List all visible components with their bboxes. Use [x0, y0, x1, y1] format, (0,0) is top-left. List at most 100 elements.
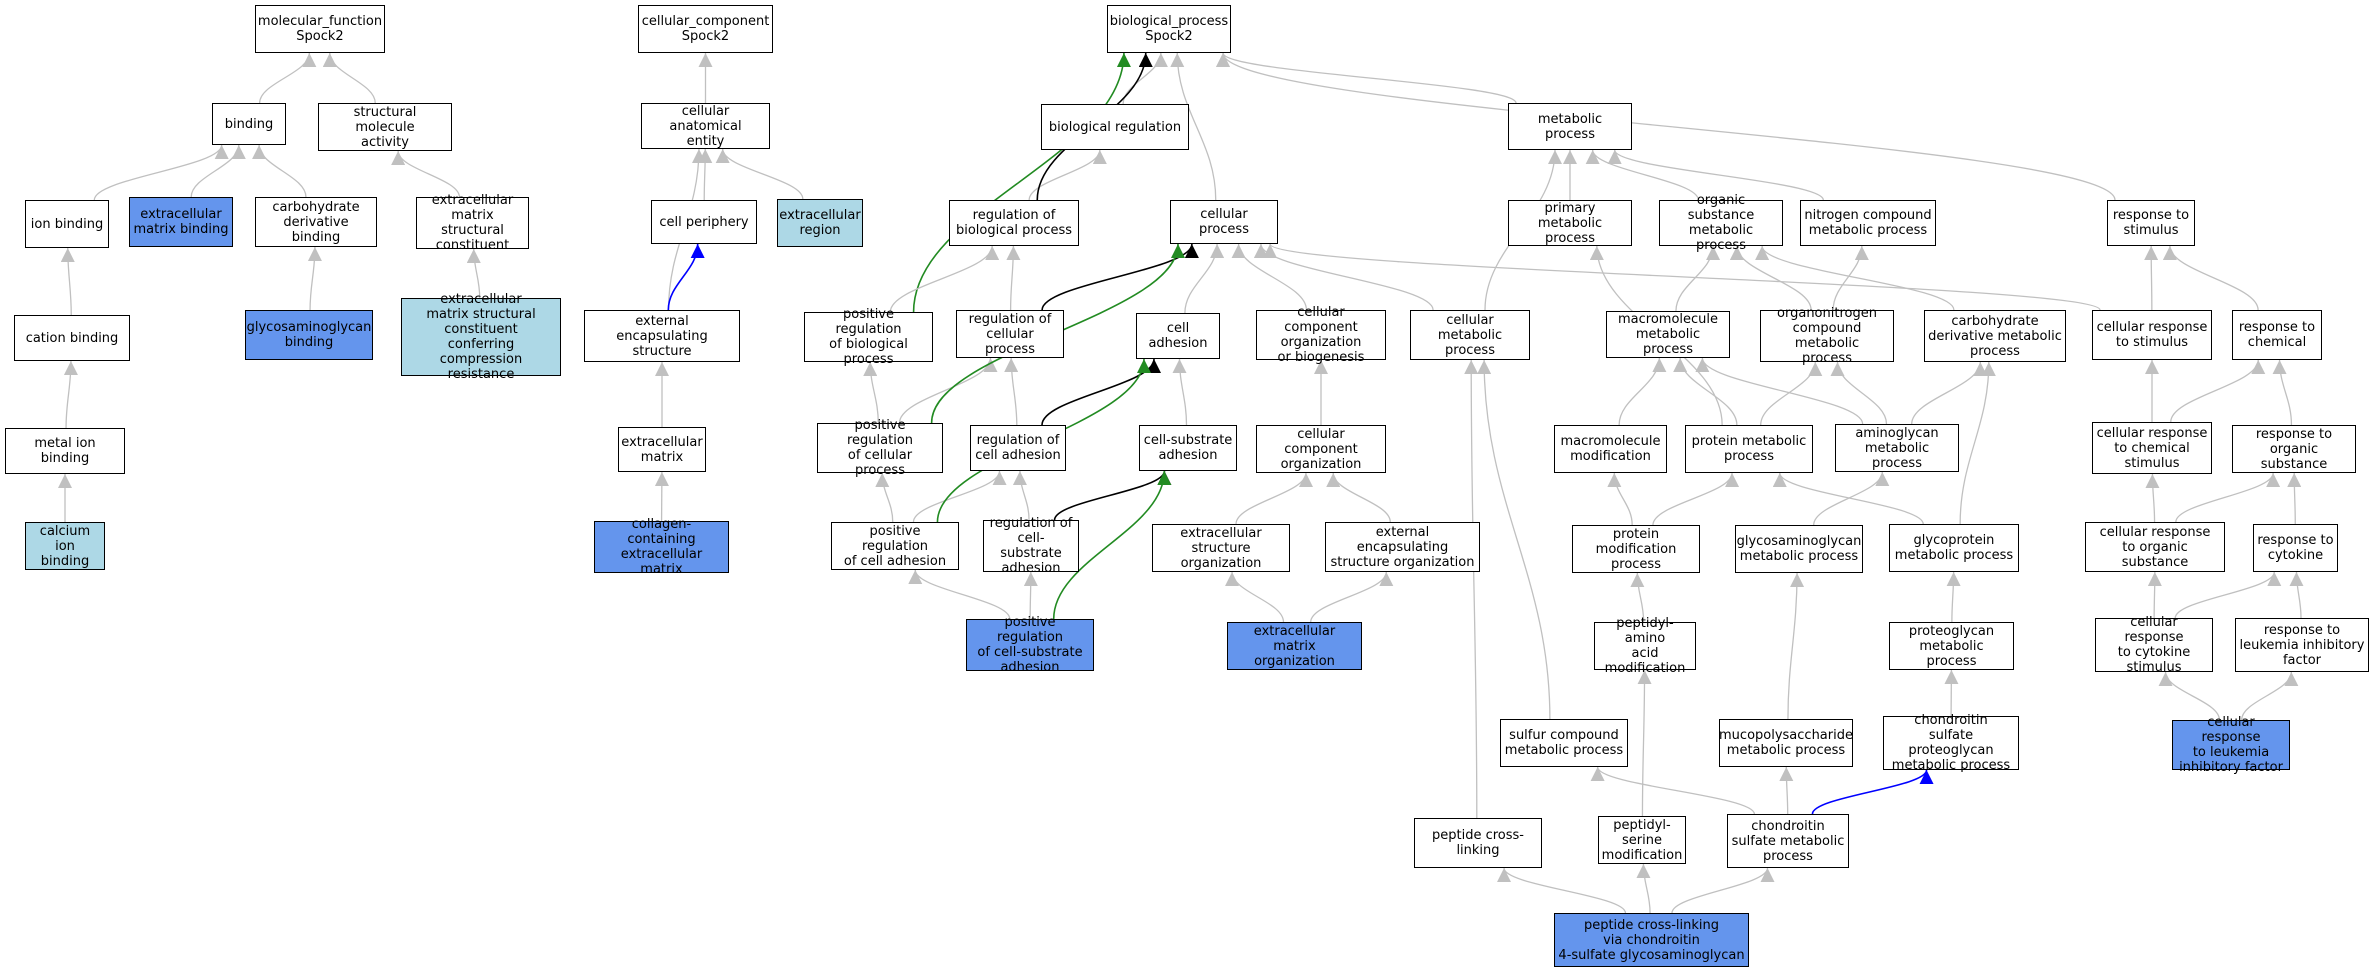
node-cellular-component-organization-or-biogenesis[interactable]: cellular component organization or bioge…: [1256, 305, 1386, 365]
node-extracellular-structure-organization[interactable]: extracellular structure organization: [1152, 524, 1290, 572]
node-extracellular-matrix-organization[interactable]: extracellular matrix organization: [1227, 622, 1362, 670]
edge-mmod-to-mmp: [1618, 357, 1667, 426]
node-response-to-organic-substance[interactable]: response to organic substance: [2232, 425, 2356, 473]
edge-crs-to-rts: [2144, 245, 2159, 311]
node-binding[interactable]: binding: [212, 103, 286, 145]
edge-crcyt-to-rtcyt: [2174, 571, 2282, 619]
node-regulation-of-cell-substrate-adhesion[interactable]: regulation of cell-substrate adhesion: [983, 516, 1079, 576]
node-peptide-cross-linking[interactable]: peptide cross-linking: [1414, 818, 1542, 868]
node-glycosaminoglycan-binding[interactable]: glycosaminoglycan binding: [245, 310, 373, 360]
edge-mpsmp-to-gagmp: [1787, 572, 1805, 720]
edge-cdb-to-binding: [252, 144, 307, 198]
node-nitrogen-compound-metabolic-process[interactable]: nitrogen compound metabolic process: [1800, 200, 1936, 246]
edge-rcsa-to-rca: [1012, 470, 1030, 521]
edge-pclc-to-csmp: [1671, 867, 1775, 914]
node-carbohydrate-derivative-binding[interactable]: carbohydrate derivative binding: [255, 197, 377, 247]
node-label: peptide cross-linking via chondroitin 4-…: [1558, 917, 1745, 963]
node-peptide-cross-linking-via-chondroitin[interactable]: peptide cross-linking via chondroitin 4-…: [1554, 913, 1749, 967]
node-cellular-response-to-leukemia-inhibitory-factor[interactable]: cellular response to leukemia inhibitory…: [2172, 715, 2290, 775]
node-label: response to cytokine: [2257, 533, 2334, 563]
node-regulation-of-biological-process[interactable]: regulation of biological process: [949, 200, 1079, 246]
node-macromolecule-metabolic-process[interactable]: macromolecule metabolic process: [1606, 311, 1730, 358]
node-cellular-anatomical-entity[interactable]: cellular anatomical entity: [641, 103, 770, 149]
node-label: cellular process: [1199, 207, 1249, 237]
node-response-to-stimulus[interactable]: response to stimulus: [2107, 200, 2195, 246]
node-ion-binding[interactable]: ion binding: [25, 200, 109, 248]
node-label: peptide cross-linking: [1432, 828, 1524, 858]
node-cellular-component-organization[interactable]: cellular component organization: [1256, 425, 1386, 473]
node-proteoglycan-metabolic-process[interactable]: proteoglycan metabolic process: [1889, 622, 2014, 670]
node-label: calcium ion binding: [39, 523, 91, 569]
node-aminoglycan-metabolic-process[interactable]: aminoglycan metabolic process: [1835, 424, 1959, 472]
node-chondroitin-sulfate-metabolic-process[interactable]: chondroitin sulfate metabolic process: [1727, 814, 1849, 868]
node-metabolic-process[interactable]: metabolic process: [1508, 103, 1632, 150]
node-cellular-response-to-chemical-stimulus[interactable]: cellular response to chemical stimulus: [2092, 422, 2212, 474]
node-cellular-process[interactable]: cellular process: [1170, 200, 1278, 244]
node-metal-ion-binding[interactable]: metal ion binding: [5, 428, 125, 474]
edge-rbp-to-breg: [1028, 149, 1107, 201]
edge-protmp-to-mmp: [1673, 357, 1738, 426]
node-ecm-constituent-compression-resistance[interactable]: extracellular matrix structural constitu…: [401, 292, 561, 382]
node-label: extracellular matrix organization: [1253, 623, 1336, 669]
node-extracellular-matrix-structural-constituent[interactable]: extracellular matrix structural constitu…: [416, 193, 529, 253]
node-label: extracellular region: [779, 208, 861, 238]
node-external-encapsulating-structure-organization[interactable]: external encapsulating structure organiz…: [1325, 522, 1480, 572]
node-response-to-chemical[interactable]: response to chemical: [2232, 310, 2322, 360]
node-molecular-function-root[interactable]: molecular_function Spock2: [255, 5, 385, 53]
node-peptidyl-amino-acid-modification[interactable]: peptidyl-amino acid modification: [1594, 616, 1696, 676]
node-carbohydrate-derivative-metabolic-process[interactable]: carbohydrate derivative metabolic proces…: [1924, 310, 2066, 362]
node-external-encapsulating-structure[interactable]: external encapsulating structure: [584, 310, 740, 362]
edge-cdmp-to-osmp: [1755, 245, 1955, 311]
edge-csmp-to-mpsmp: [1779, 766, 1794, 815]
node-label: organonitrogen compound metabolic proces…: [1777, 306, 1877, 366]
node-glycosaminoglycan-metabolic-process[interactable]: glycosaminoglycan metabolic process: [1735, 525, 1863, 573]
node-label: structural molecule activity: [353, 104, 417, 150]
node-protein-modification-process[interactable]: protein modification process: [1572, 525, 1700, 573]
edge-ionb-to-binding: [93, 144, 229, 201]
node-collagen-containing-ecm[interactable]: collagen-containing extracellular matrix: [594, 517, 729, 577]
node-response-to-cytokine[interactable]: response to cytokine: [2253, 524, 2338, 572]
node-positive-regulation-of-biological-process[interactable]: positive regulation of biological proces…: [804, 307, 933, 367]
node-label: regulation of cellular process: [968, 311, 1052, 357]
node-positive-regulation-of-cellular-process[interactable]: positive regulation of cellular process: [817, 418, 943, 478]
node-positive-regulation-of-cell-substrate-adhesion[interactable]: positive regulation of cell-substrate ad…: [966, 615, 1094, 675]
node-glycoprotein-metabolic-process[interactable]: glycoprotein metabolic process: [1889, 524, 2019, 572]
edge-rtos-to-rtc: [2272, 359, 2293, 426]
edge-gpmp-to-cdmp: [1959, 361, 1996, 525]
edge-crlif-to-crcyt: [2158, 671, 2221, 721]
node-cellular-response-to-stimulus[interactable]: cellular response to stimulus: [2092, 310, 2212, 360]
node-label: biological regulation: [1048, 119, 1182, 135]
node-organic-substance-metabolic-process[interactable]: organic substance metabolic process: [1659, 193, 1783, 253]
node-regulation-of-cellular-process[interactable]: regulation of cellular process: [956, 310, 1064, 358]
node-primary-metabolic-process[interactable]: primary metabolic process: [1508, 200, 1632, 246]
node-calcium-ion-binding[interactable]: calcium ion binding: [25, 522, 105, 570]
node-sulfur-compound-metabolic-process[interactable]: sulfur compound metabolic process: [1500, 719, 1628, 767]
node-extracellular-region[interactable]: extracellular region: [777, 199, 863, 247]
node-extracellular-matrix-binding[interactable]: extracellular matrix binding: [129, 197, 233, 247]
node-cell-periphery[interactable]: cell periphery: [651, 200, 757, 244]
node-macromolecule-modification[interactable]: macromolecule modification: [1554, 425, 1667, 473]
node-regulation-of-cell-adhesion[interactable]: regulation of cell adhesion: [970, 425, 1066, 471]
node-structural-molecule-activity[interactable]: structural molecule activity: [318, 103, 452, 151]
node-protein-metabolic-process[interactable]: protein metabolic process: [1685, 425, 1813, 473]
edge-crs-to-cellp: [1263, 243, 2101, 311]
node-mucopolysaccharide-metabolic-process[interactable]: mucopolysaccharide metabolic process: [1719, 719, 1853, 767]
node-organonitrogen-compound-metabolic-process[interactable]: organonitrogen compound metabolic proces…: [1760, 306, 1894, 366]
node-cellular-response-to-cytokine-stimulus[interactable]: cellular response to cytokine stimulus: [2095, 615, 2213, 675]
node-peptidyl-serine-modification[interactable]: peptidyl-serine modification: [1598, 816, 1686, 864]
node-label: glycoprotein metabolic process: [1894, 533, 2014, 563]
node-positive-regulation-of-cell-adhesion[interactable]: positive regulation of cell adhesion: [831, 522, 959, 570]
node-response-to-leukemia-inhibitory-factor[interactable]: response to leukemia inhibitory factor: [2235, 618, 2369, 672]
node-cell-adhesion[interactable]: cell adhesion: [1136, 313, 1220, 359]
edge-binding-to-mf: [259, 52, 317, 104]
node-cellular-response-to-organic-substance[interactable]: cellular response to organic substance: [2085, 522, 2225, 572]
node-cation-binding[interactable]: cation binding: [14, 315, 130, 361]
node-cellular-metabolic-process[interactable]: cellular metabolic process: [1410, 310, 1530, 360]
node-biological-process-root[interactable]: biological_process Spock2: [1107, 5, 1231, 53]
node-extracellular-matrix[interactable]: extracellular matrix: [618, 427, 706, 472]
node-chondroitin-sulfate-proteoglycan-metabolic-process[interactable]: chondroitin sulfate proteoglycan metabol…: [1883, 713, 2019, 773]
node-label: cellular response to cytokine stimulus: [2117, 615, 2191, 675]
node-cell-substrate-adhesion[interactable]: cell-substrate adhesion: [1139, 425, 1237, 471]
node-cellular-component-root[interactable]: cellular_component Spock2: [638, 5, 773, 53]
node-biological-regulation[interactable]: biological regulation: [1041, 104, 1189, 150]
